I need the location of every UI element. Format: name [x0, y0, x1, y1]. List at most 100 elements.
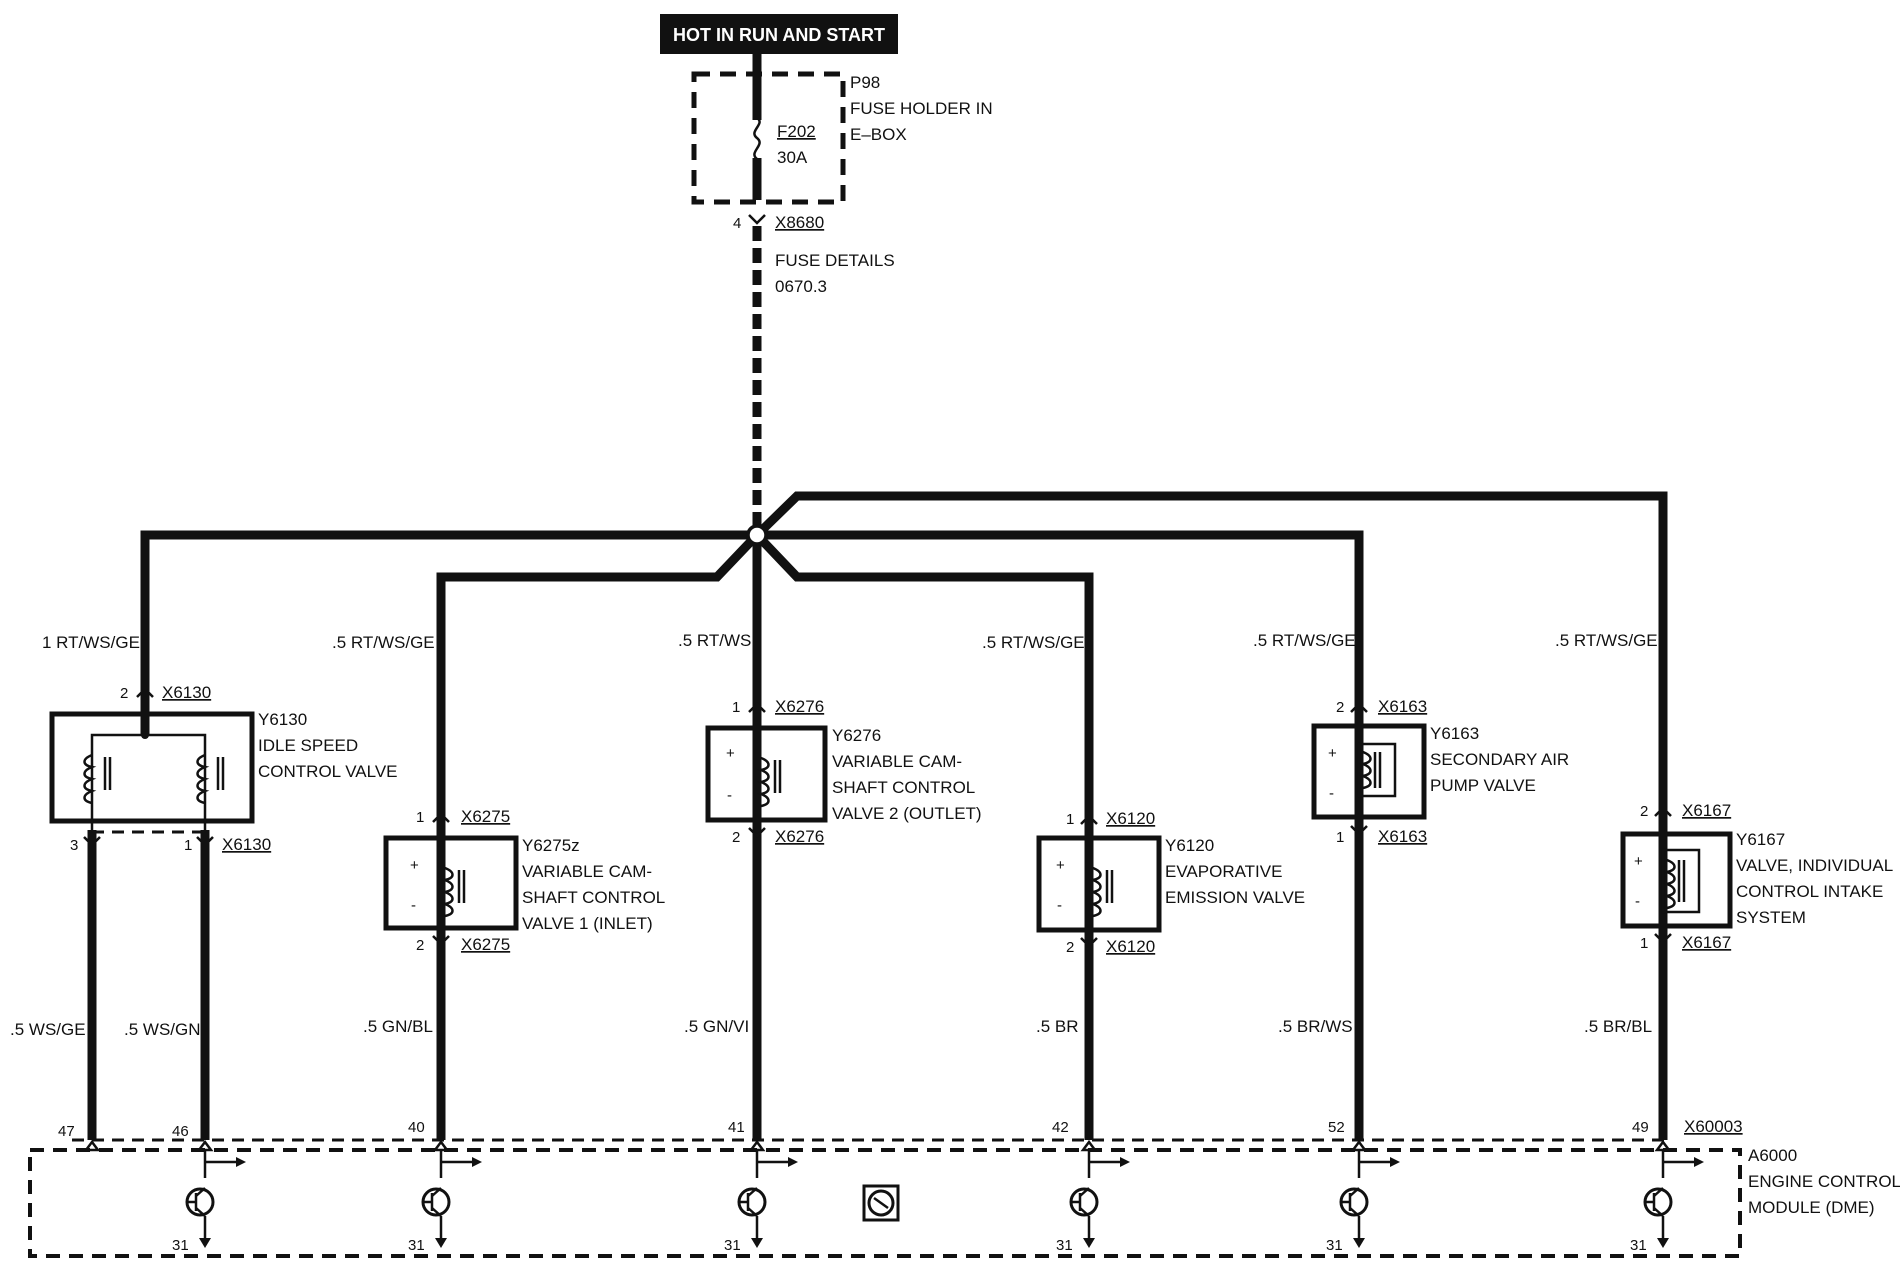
component-desc-2: EMISSION VALVE	[1165, 888, 1305, 907]
component-y6163: .5 RT/WS/GE 2 X6163 + - Y6163 SECONDARY …	[1253, 631, 1569, 1140]
power-banner-label: HOT IN RUN AND START	[673, 25, 885, 45]
connector-label: X6167	[1682, 933, 1731, 952]
minus-sign: -	[1635, 893, 1640, 910]
ecm-desc-2: MODULE (DME)	[1748, 1198, 1875, 1217]
ground-label: 31	[1056, 1237, 1073, 1254]
wire-label: .5 WS/GN	[124, 1020, 201, 1039]
pin-number: 2	[120, 685, 128, 702]
ground-icon	[435, 1238, 447, 1248]
ground-icon	[199, 1238, 211, 1248]
transistor-collector	[747, 1187, 758, 1197]
power-banner	[660, 14, 898, 54]
coil-icon	[83, 753, 97, 805]
pin-marker	[83, 1139, 101, 1152]
pin-number: 2	[1066, 939, 1074, 956]
component-desc-3: VALVE 1 (INLET)	[522, 914, 653, 933]
component-ref: Y6276	[832, 726, 881, 745]
ground-label: 31	[408, 1237, 425, 1254]
plus-sign: +	[726, 745, 735, 762]
ecm-pin: 47	[58, 1123, 75, 1140]
coil-icon	[1662, 858, 1676, 910]
component-desc-1: EVAPORATIVE	[1165, 862, 1282, 881]
fuse-rating: 30A	[777, 148, 808, 167]
component-desc-2: PUMP VALVE	[1430, 776, 1536, 795]
fuse-symbol	[753, 116, 761, 160]
ground-icon	[751, 1238, 763, 1248]
arrow-right-icon	[236, 1157, 246, 1167]
connector-symbol	[1654, 933, 1672, 944]
component-ref: Y6167	[1736, 830, 1785, 849]
component-desc-1: VARIABLE CAM-	[522, 862, 652, 881]
pin-number: 1	[1640, 935, 1648, 952]
pin-number: 1	[416, 809, 424, 826]
ground-label: 31	[172, 1237, 189, 1254]
transistor-driver-46: 31	[83, 1139, 246, 1254]
ground-label: 31	[1326, 1237, 1343, 1254]
fuse-details-2: 0670.3	[775, 277, 827, 296]
connector-label: X6120	[1106, 809, 1155, 828]
ground-icon	[1353, 1238, 1365, 1248]
transistor-emitter	[431, 1207, 442, 1217]
wire-label: .5 WS/GE	[10, 1020, 86, 1039]
component-desc-3: SYSTEM	[1736, 908, 1806, 927]
component-y6275: .5 RT/WS/GE 1 X6275 + - Y6275z VARIABLE …	[332, 633, 665, 1140]
wire-label: .5 RT/WS/GE	[1555, 631, 1658, 650]
transistor-collector	[1349, 1187, 1360, 1197]
coil-icon	[196, 753, 210, 805]
component-desc-1: VARIABLE CAM-	[832, 752, 962, 771]
component-y6276: .5 RT/WS 1 X6276 + - Y6276 VARIABLE CAM-…	[678, 631, 982, 1140]
pin-number: 1	[184, 837, 192, 854]
component-desc-2: CONTROL INTAKE	[1736, 882, 1883, 901]
component-desc-2: CONTROL VALVE	[258, 762, 398, 781]
coil-bracket	[1661, 848, 1701, 914]
transistor-icon	[421, 1187, 451, 1217]
ecm-connector: X60003	[1684, 1117, 1743, 1136]
wire-label: .5 GN/VI	[684, 1017, 749, 1036]
plus-sign: +	[1634, 853, 1643, 870]
pin-number: 1	[1336, 829, 1344, 846]
connector-label: X6276	[775, 697, 824, 716]
connector-symbol	[432, 935, 450, 946]
ground-icon	[1083, 1238, 1095, 1248]
transistor-collector	[1079, 1187, 1090, 1197]
ecm-pin: 52	[1328, 1119, 1345, 1136]
fuse-connector-symbol	[748, 214, 766, 225]
transistor-icon	[1069, 1187, 1099, 1217]
branch-wire-y6275	[436, 531, 761, 822]
plus-sign: +	[1328, 745, 1337, 762]
transistor-emitter	[1653, 1207, 1664, 1217]
component-desc-2: SHAFT CONTROL	[522, 888, 665, 907]
fuse-connector: X8680	[775, 213, 824, 232]
arrow-right-icon	[472, 1157, 482, 1167]
wire-label: .5 BR	[1036, 1017, 1079, 1036]
component-y6130: 1 RT/WS/GE 2 X6130 Y6130 IDLE SPEED CONT…	[10, 633, 398, 1140]
pin-number: 2	[1640, 803, 1648, 820]
ecm-pin: 40	[408, 1119, 425, 1136]
transistor-driver-49: 31	[1630, 1139, 1704, 1254]
pin-marker	[1350, 1139, 1368, 1152]
connector-symbol	[1350, 825, 1368, 836]
wire-label: .5 RT/WS/GE	[982, 633, 1085, 652]
connector-label: X6275	[461, 807, 510, 826]
transistor-collector	[1653, 1187, 1664, 1197]
coil-icon	[440, 866, 454, 918]
connector-label: X6163	[1378, 697, 1427, 716]
component-y6167: .5 RT/WS/GE 2 X6167 + - Y6167 VALVE, IND…	[1555, 631, 1893, 1140]
fuse-holder-desc1: FUSE HOLDER IN	[850, 99, 993, 118]
ecm-desc-1: ENGINE CONTROL	[1748, 1172, 1900, 1191]
wire-label: .5 RT/WS	[678, 631, 751, 650]
wire-label: .5 BR/BL	[1584, 1017, 1652, 1036]
plus-sign: +	[410, 857, 419, 874]
plus-sign: +	[1056, 857, 1065, 874]
arrow-right-icon	[1390, 1157, 1400, 1167]
connector-label: X6130	[162, 683, 211, 702]
component-desc-3: VALVE 2 (OUTLET)	[832, 804, 982, 823]
pin-number: 3	[70, 837, 78, 854]
pin-marker	[748, 1139, 766, 1152]
engine-control-module: X60003 A6000 ENGINE CONTROL MODULE (DME)	[28, 1117, 1900, 1258]
pin-marker	[196, 1139, 214, 1152]
pin-number: 1	[732, 699, 740, 716]
connector-symbol	[748, 702, 766, 713]
connector-label: X6163	[1378, 827, 1427, 846]
component-desc-2: SHAFT CONTROL	[832, 778, 975, 797]
